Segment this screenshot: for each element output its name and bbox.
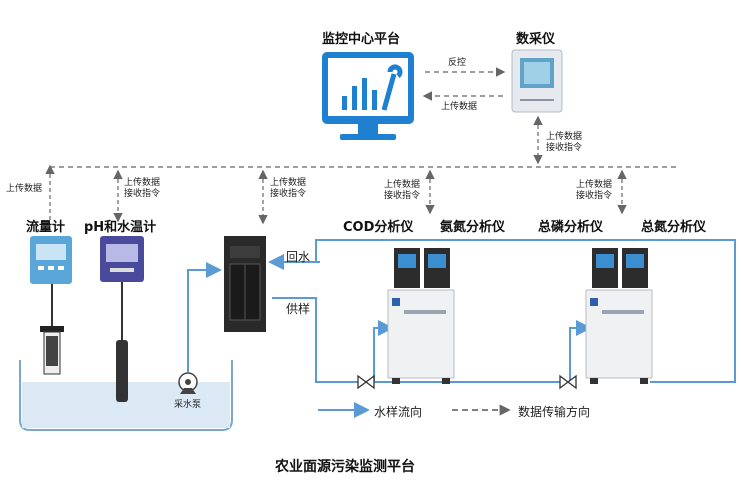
analyzer-station-1 — [387, 248, 455, 384]
sampling-cabinet — [224, 236, 266, 332]
feedback-label: 反控 — [448, 58, 467, 68]
supply-label: 供样 — [286, 302, 311, 316]
cod-label: COD分析仪 — [343, 220, 414, 235]
monitor-icon — [322, 52, 414, 140]
phosphorus-label: 总磷分析仪 — [538, 220, 604, 235]
pump-label: 采水泵 — [174, 400, 202, 410]
data-collector-device — [511, 49, 563, 113]
pump-supply-pipe — [187, 262, 222, 372]
valve-icon — [559, 374, 577, 390]
phosphorus-upload-receive-label: 上传数据 接收指令 — [576, 180, 613, 201]
upload-label: 上传数据 — [441, 102, 478, 112]
ph-upload-receive-label: 上传数据 接收指令 — [124, 178, 161, 199]
supply-branch-1 — [373, 320, 394, 382]
collector-upload-receive-label: 上传数据 接收指令 — [546, 132, 583, 153]
return-pipe-loop — [315, 239, 736, 383]
cabinet-upload-receive-label: 上传数据 接收指令 — [270, 178, 307, 199]
platform-title: 监控中心平台 — [322, 32, 401, 47]
flowmeter-upload-label: 上传数据 — [6, 184, 43, 194]
legend-data-label: 数据传输方向 — [518, 405, 591, 419]
flowmeter-label: 流量计 — [26, 220, 66, 235]
supply-branch-2 — [569, 320, 592, 382]
legend-water-label: 水样流向 — [374, 405, 423, 419]
flowmeter-device — [30, 236, 72, 375]
return-label: 回水 — [286, 250, 311, 264]
ph-meter-label: pH和水温计 — [84, 220, 157, 235]
analyzer-station-2 — [585, 248, 653, 384]
supply-pipe — [272, 297, 560, 383]
pump-icon — [178, 372, 198, 394]
collector-title: 数采仪 — [516, 32, 556, 47]
diagram-caption: 农业面源污染监测平台 — [275, 459, 415, 475]
cod-upload-receive-label: 上传数据 接收指令 — [384, 180, 421, 201]
ammonia-label: 氨氮分析仪 — [440, 220, 506, 235]
valve-icon — [357, 374, 375, 390]
nitrogen-label: 总氮分析仪 — [641, 220, 707, 235]
ph-meter-device — [100, 236, 144, 402]
